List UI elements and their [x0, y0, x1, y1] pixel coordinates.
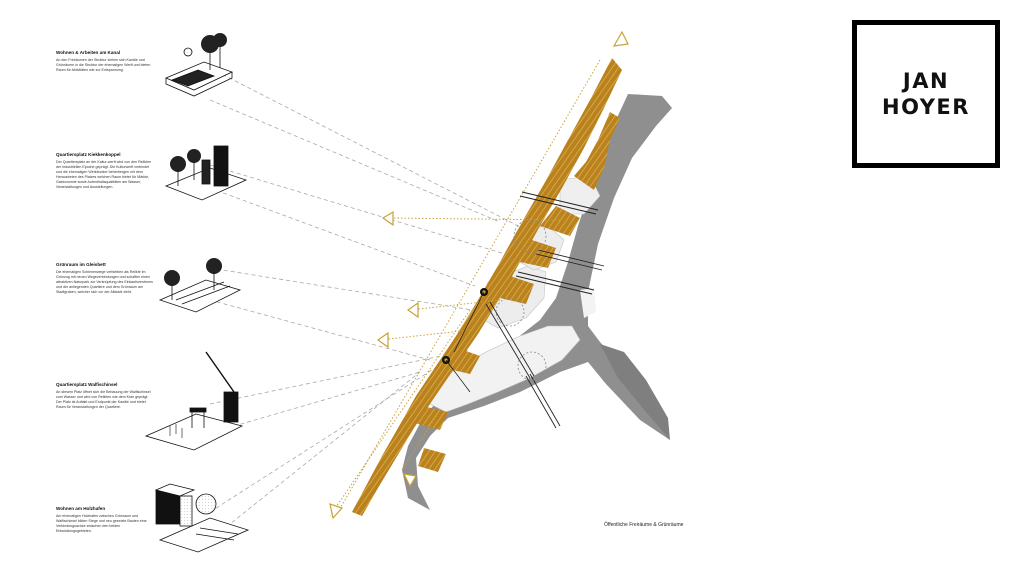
text-block-holzhafen: Wohnen am Holzhafen Am ehemaligen Holzha… [56, 506, 154, 534]
river-water [402, 94, 672, 510]
people-figures [169, 424, 183, 438]
focus-circles [495, 219, 547, 381]
text-block-walfischinsel: Quartiersplatz Walfischinsel An diesem P… [56, 382, 154, 410]
block-text: An diesem Platz öffnet sich die Bebauung… [56, 389, 151, 409]
block-title: Quartiersplatz Walfischinsel [56, 382, 118, 387]
vignette-green-tracks [158, 258, 242, 313]
block-text: Die ehemaligen Schienenwege verbleiben a… [56, 269, 153, 294]
vignette-canal-living [164, 33, 234, 97]
block-title: Wohnen & Arbeiten am Kanal [56, 50, 121, 55]
logo-box: JAN HOYER [852, 20, 1000, 168]
direction-arrows [329, 30, 629, 520]
viewpoint-markers [442, 288, 488, 393]
walking-routes [329, 59, 601, 517]
logo-line-2: HOYER [882, 95, 970, 119]
vignette-harbour-living [154, 483, 250, 553]
block-text: An den Freiräumen der Struktur ziehen si… [56, 57, 151, 72]
green-corridor [352, 58, 622, 516]
block-text: Der Quartiersplatz an der Kaltur-werft w… [56, 159, 152, 189]
vignette-plaza-kiekkenkoppel [164, 145, 248, 201]
vignette-crane-plaza [144, 351, 244, 451]
block-title: Quartiersplatz Kiekkenkoppel [56, 152, 121, 157]
bridges [485, 191, 605, 429]
text-block-gleisbett: Grünraum im Gleisbett Die ehemaligen Sch… [56, 262, 154, 295]
block-title: Wohnen am Holzhafen [56, 506, 106, 511]
text-block-canal: Wohnen & Arbeiten am Kanal An den Freirä… [56, 50, 154, 73]
block-text: Am ehemaligen Holzhafen zwischen Grünrau… [56, 513, 147, 533]
logo-line-1: JAN [902, 69, 950, 93]
plan-caption: Öffentliche Freiräume & Grünräume [604, 522, 684, 528]
block-title: Grünraum im Gleisbett [56, 262, 106, 267]
text-block-kiekkenkoppel: Quartiersplatz Kiekkenkoppel Der Quartie… [56, 152, 154, 190]
